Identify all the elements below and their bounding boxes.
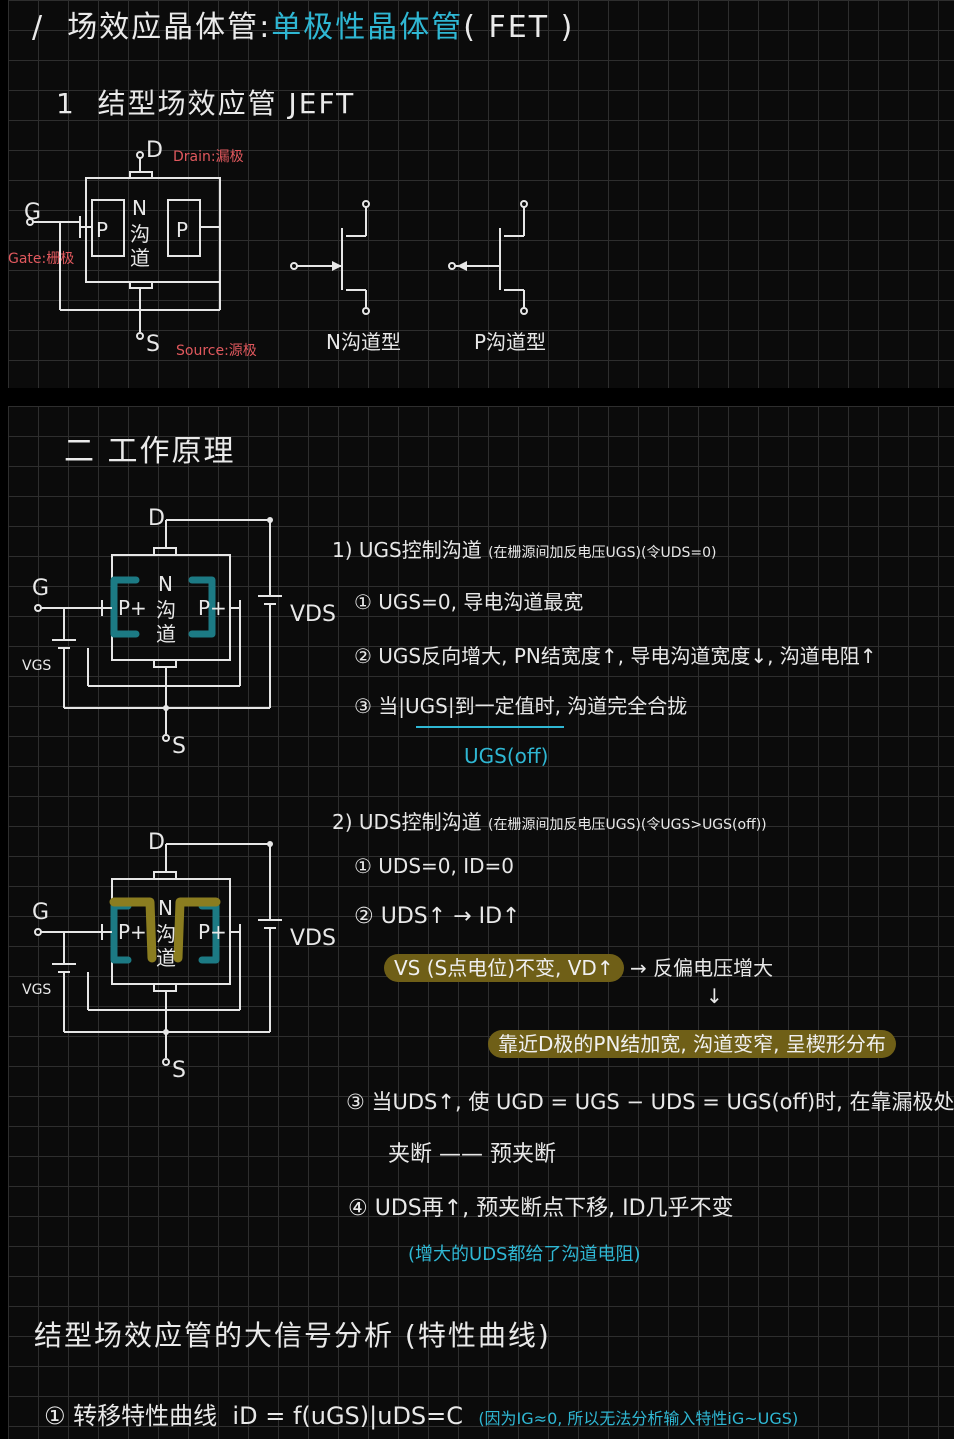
uds-highlight-1: VS (S点电位)不变, VD↑: [384, 954, 624, 982]
fig1-vgs-label: VGS: [22, 658, 51, 674]
fig2-n-label: N: [158, 896, 173, 920]
n-region-label: N: [132, 196, 147, 220]
uds-heading: 2) UDS控制沟道 (在栅源间加反电压UGS)(令UGS>UGS(off)): [332, 806, 767, 835]
uds-item-1: ① UDS=0, ID=0: [354, 854, 514, 878]
fig2-d-label: D: [148, 830, 165, 855]
uds-item-3-line-2: 夹断 —— 预夹断: [388, 1136, 556, 1168]
fig2-channel-char-2: 道: [156, 942, 176, 971]
uds-item-2: ② UDS↑ → ID↑: [354, 904, 520, 929]
ugs-off-label: UGS(off): [464, 744, 548, 768]
notes-panel-bottom: 二 工作原理: [8, 406, 954, 1439]
source-description: Source:源极: [176, 340, 257, 360]
fig1-d-label: D: [148, 506, 165, 531]
fig1-g-label: G: [32, 576, 49, 601]
fig2-vds-label: VDS: [290, 926, 336, 951]
fig1-channel-char-2: 道: [156, 618, 176, 647]
uds-heading-text: 2) UDS控制沟道: [332, 810, 482, 834]
fig2-p-right-label: P+: [198, 920, 227, 944]
fig1-p-left-label: P+: [118, 596, 147, 620]
ugs-item-1: ① UGS=0, 导电沟道最宽: [354, 586, 583, 615]
uds-heading-note: (在栅源间加反电压UGS)(令UGS>UGS(off)): [488, 817, 767, 833]
transfer-curve-note: (因为IG≈0, 所以无法分析输入特性iG~UGS): [478, 1409, 798, 1428]
transfer-curve-formula: iD = f(uGS)|uDS=C: [232, 1402, 463, 1430]
fig1-p-right-label: P+: [198, 596, 227, 620]
ugs-item-2: ② UGS反向增大, PN结宽度↑, 导电沟道宽度↓, 沟道电阻↑: [354, 640, 877, 669]
drain-label: D: [146, 138, 163, 163]
uds-down-arrow: ↓: [706, 984, 723, 1008]
fig2-g-label: G: [32, 900, 49, 925]
uds-highlight-row-2: 靠近D极的PN结加宽, 沟道变窄, 呈楔形分布: [488, 1028, 896, 1057]
uds-note: (增大的UDS都给了沟道电阻): [408, 1240, 641, 1266]
p-region-right-label: P: [176, 218, 188, 242]
fig2-vgs-label: VGS: [22, 982, 51, 998]
channel-char-2: 道: [130, 242, 150, 271]
gate-description: Gate:栅极: [8, 248, 74, 268]
fig1-vds-label: VDS: [290, 602, 336, 627]
uds-arrow-text: → 反偏电压增大: [630, 956, 773, 980]
source-label: S: [146, 332, 160, 357]
uds-highlight-row: VS (S点电位)不变, VD↑ → 反偏电压增大: [384, 952, 773, 981]
gate-label: G: [24, 200, 41, 225]
ugs-heading: 1) UGS控制沟道 (在栅源间加反电压UGS)(令UDS=0): [332, 534, 716, 563]
n-channel-symbol-caption: N沟道型: [326, 326, 401, 355]
ugs-item-3: ③ 当|UGS|到一定值时, 沟道完全合拢: [354, 690, 687, 719]
p-channel-symbol-caption: P沟道型: [474, 326, 546, 355]
uds-item-4: ④ UDS再↑, 预夹断点下移, ID几乎不变: [348, 1190, 734, 1222]
ugs-heading-text: 1) UGS控制沟道: [332, 538, 482, 562]
fig1-s-label: S: [172, 734, 186, 759]
big-signal-title: 结型场效应管的大信号分析 (特性曲线): [34, 1314, 551, 1354]
ugs-off-underline: [416, 726, 564, 728]
ugs-heading-note: (在栅源间加反电压UGS)(令UDS=0): [488, 545, 716, 561]
uds-highlight-2: 靠近D极的PN结加宽, 沟道变窄, 呈楔形分布: [488, 1030, 896, 1058]
notes-panel-top: / 场效应晶体管:单极性晶体管( FET ) 1 结型场效应管 JEFT: [8, 0, 954, 388]
drain-description: Drain:漏极: [173, 146, 244, 166]
p-region-left-label: P: [96, 218, 108, 242]
fig2-s-label: S: [172, 1058, 186, 1083]
transfer-curve-line: ① 转移特性曲线 iD = f(uGS)|uDS=C (因为IG≈0, 所以无法…: [44, 1396, 798, 1431]
fig2-p-left-label: P+: [118, 920, 147, 944]
fig1-n-label: N: [158, 572, 173, 596]
uds-item-3-line-1: ③ 当UDS↑, 使 UGD = UGS − UDS = UGS(off)时, …: [346, 1086, 954, 1116]
transfer-curve-label: ① 转移特性曲线: [44, 1402, 217, 1430]
